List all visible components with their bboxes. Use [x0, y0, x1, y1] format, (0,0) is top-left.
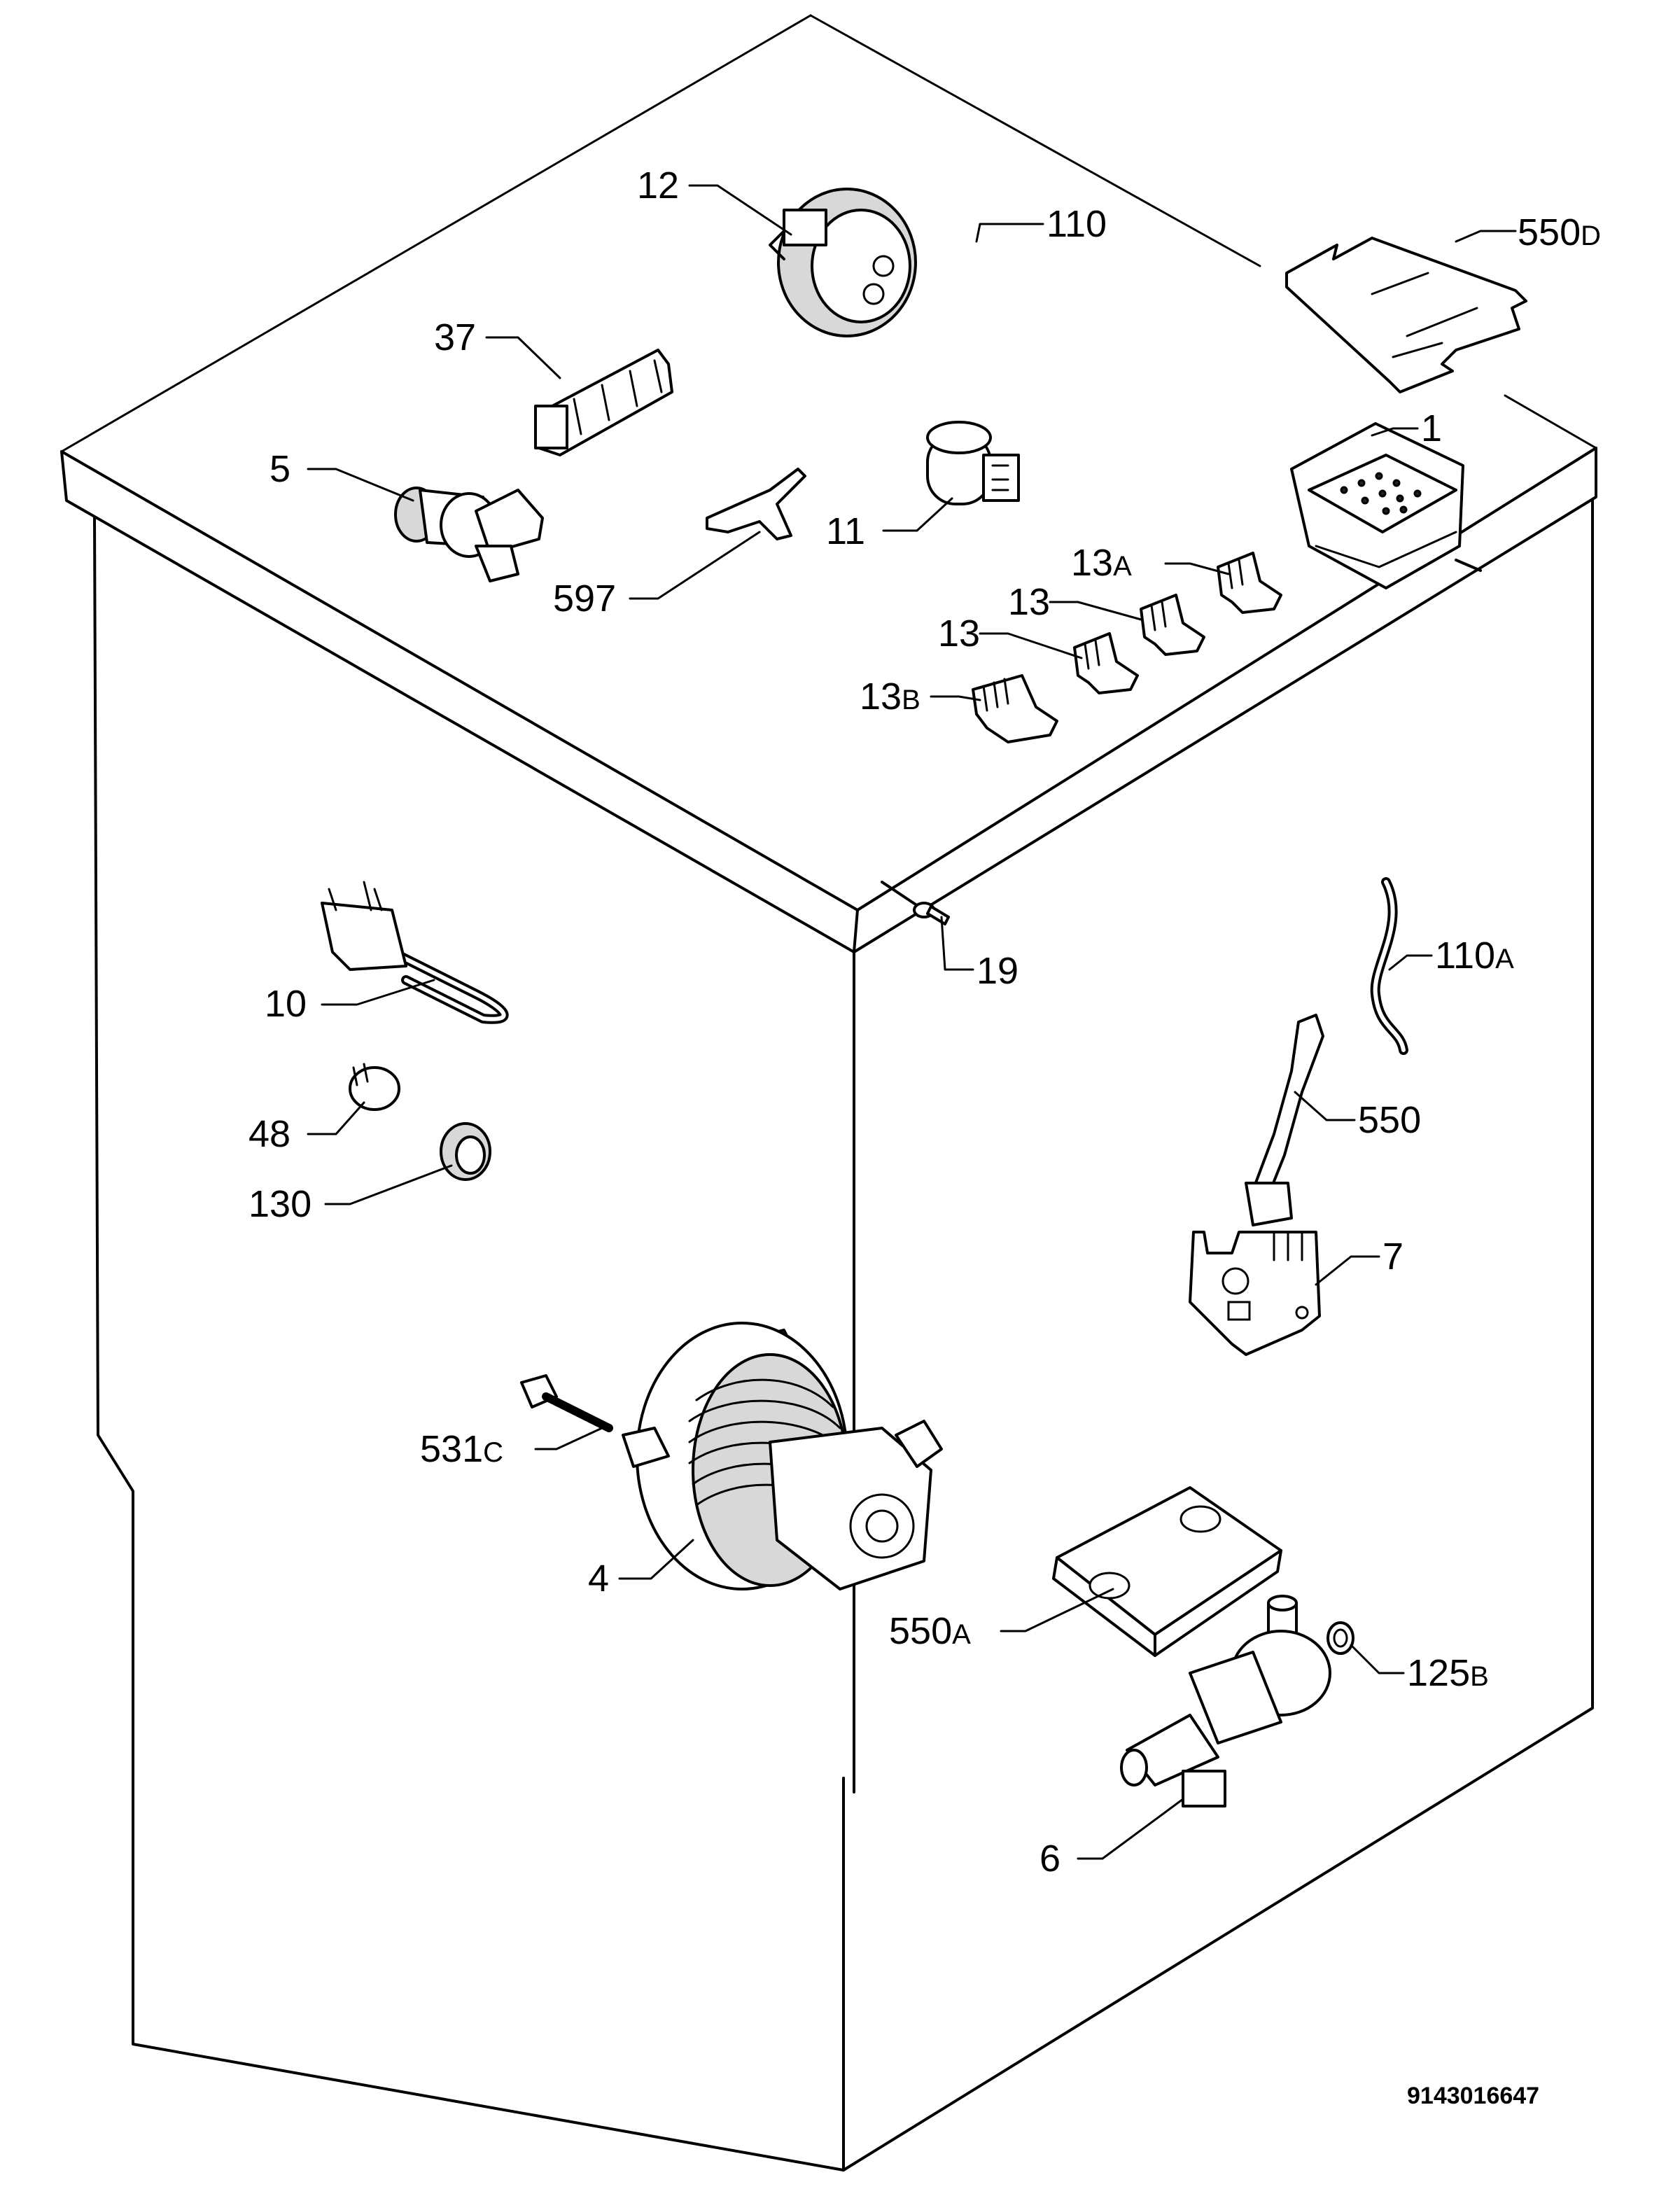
label-125b-suffix: B	[1470, 1661, 1489, 1692]
label-110: 110	[1046, 203, 1107, 245]
thermostat-part	[349, 1063, 400, 1111]
label-12: 12	[637, 165, 679, 207]
cabinet-left-face	[93, 517, 845, 2171]
label-13a-suffix: A	[1113, 551, 1132, 582]
cover-plate-part	[1285, 237, 1527, 393]
clip-part	[706, 468, 806, 540]
label-1: 1	[1421, 407, 1442, 449]
label-48: 48	[248, 1113, 290, 1155]
door-lock-part	[1189, 1231, 1321, 1356]
label-10: 10	[265, 983, 307, 1025]
label-531c-suffix: C	[483, 1437, 503, 1468]
label-7: 7	[1382, 1236, 1404, 1278]
grommet-screw-part	[881, 881, 950, 925]
cabinet-right-face-edge	[842, 499, 1594, 2171]
label-550d-number: 550	[1518, 211, 1581, 253]
label-37: 37	[434, 316, 476, 358]
label-597: 597	[553, 578, 616, 620]
label-110a-number: 110	[1435, 935, 1495, 977]
inlet-valve-part	[394, 487, 544, 582]
label-550d-suffix: D	[1581, 221, 1601, 251]
support-block-part	[1052, 1486, 1282, 1657]
cabinet-outline	[60, 14, 1597, 2171]
label-13b: 13B	[860, 676, 920, 718]
cabinet-top-back-left-edge	[60, 14, 812, 453]
label-125b: 125B	[1407, 1652, 1489, 1694]
label-130: 130	[248, 1183, 312, 1225]
label-110a-suffix: A	[1495, 944, 1514, 974]
connector-13a-part	[1217, 552, 1282, 614]
label-4: 4	[588, 1558, 609, 1600]
leader-lines	[307, 184, 1517, 1860]
motor-part	[622, 1322, 943, 1590]
terminal-block-part	[534, 349, 673, 456]
label-19: 19	[976, 950, 1018, 992]
label-550a: 550A	[889, 1610, 971, 1652]
timer-part	[1290, 422, 1482, 589]
label-13a-number: 13	[1071, 542, 1113, 584]
label-550d: 550D	[1518, 211, 1601, 253]
label-13-lower: 13	[938, 613, 980, 655]
bolt-part	[520, 1374, 613, 1432]
cabinet-top-back-right-edge-2	[1504, 394, 1597, 449]
part-labels: 12 110 550D 37 5 11 597 1 13A 13 13 13B …	[248, 165, 1601, 1880]
label-11: 11	[826, 510, 865, 552]
label-13-upper: 13	[1008, 581, 1050, 623]
document-number: 9143016647	[1407, 2083, 1539, 2109]
label-13b-number: 13	[860, 676, 902, 718]
connector-13b-part	[972, 674, 1058, 743]
pressure-switch-part	[769, 188, 917, 337]
label-5: 5	[270, 448, 290, 490]
label-531c: 531C	[420, 1428, 503, 1470]
connector-13-upper-part	[1140, 594, 1205, 656]
label-110a: 110A	[1435, 935, 1514, 977]
label-550a-number: 550	[889, 1610, 952, 1652]
level-lever-part	[1245, 1014, 1324, 1226]
label-531c-number: 531	[420, 1428, 483, 1470]
heating-element-part	[321, 881, 509, 1024]
connector-13-lower-part	[1073, 632, 1139, 694]
label-13a: 13A	[1071, 542, 1132, 584]
label-6: 6	[1040, 1838, 1060, 1880]
filter-cap-part	[440, 1122, 491, 1181]
cabinet-top-lip	[60, 447, 1597, 953]
cabinet-top-back-right-edge	[809, 14, 1261, 267]
capacitor-part	[926, 421, 1020, 505]
label-550a-suffix: A	[952, 1619, 971, 1650]
label-550: 550	[1358, 1099, 1421, 1141]
label-13b-suffix: B	[902, 685, 920, 715]
drain-pump-part	[1120, 1595, 1331, 1807]
label-125b-number: 125	[1407, 1652, 1470, 1694]
